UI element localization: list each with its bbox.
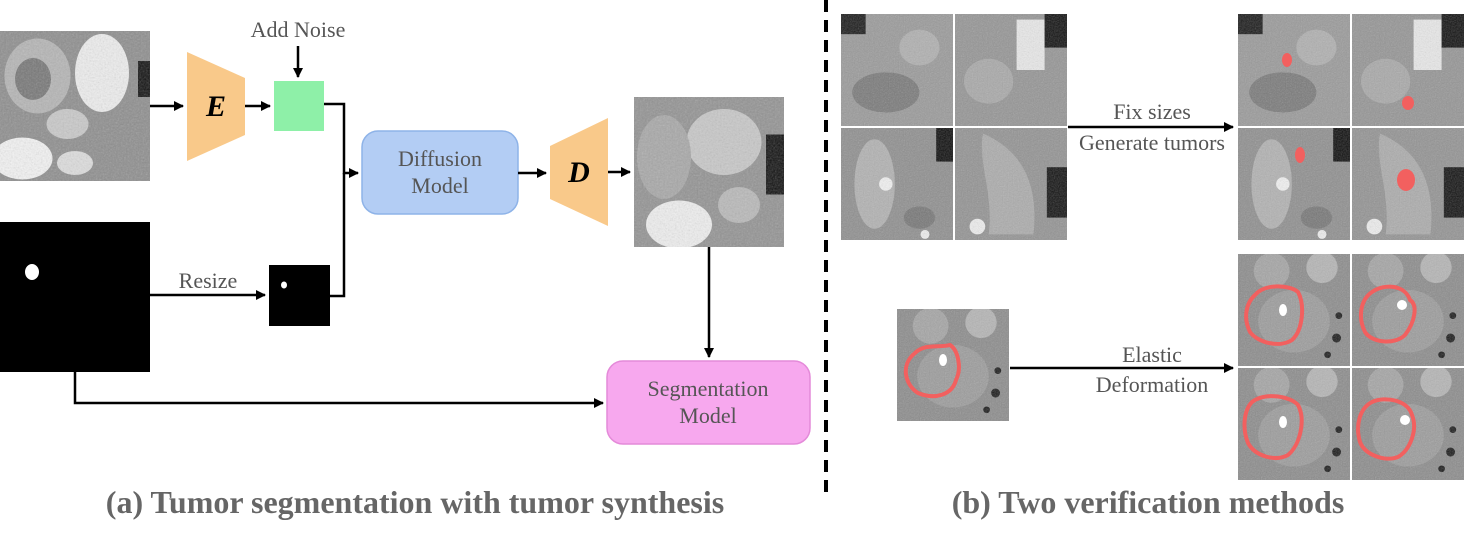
resize-label: Resize: [179, 268, 238, 293]
deformation-label: Deformation: [1096, 372, 1208, 397]
arrow-mask-to-segmentation: [73, 372, 604, 408]
caption-a: (a) Tumor segmentation with tumor synthe…: [106, 484, 724, 520]
generated-tumor-grid: [1238, 14, 1464, 240]
segmentation-label-line2: Model: [679, 403, 736, 428]
fix-sizes-label: Fix sizes: [1113, 99, 1191, 124]
generate-tumors-label: Generate tumors: [1079, 130, 1225, 155]
elastic-label: Elastic: [1122, 342, 1182, 367]
deformed-contour-4: [1356, 397, 1417, 461]
resized-mask: [269, 265, 330, 326]
panel-a: E Add Noise Resize Diffusion Model: [0, 17, 811, 520]
decoder-block: D: [550, 118, 608, 226]
diffusion-label-line2: Model: [411, 173, 468, 198]
panel-b: Fix sizes Generate tumors Elastic Deform…: [841, 14, 1464, 520]
synthetic-tumor-4: [1397, 169, 1415, 191]
deformed-contour-3: [1242, 394, 1304, 460]
decoder-label: D: [567, 156, 590, 189]
input-ct-image: [0, 31, 150, 181]
diffusion-label-line1: Diffusion: [398, 146, 482, 171]
segmentation-label-line1: Segmentation: [648, 376, 769, 401]
tumor-contour: [903, 342, 961, 399]
synthetic-tumor-2: [1402, 96, 1414, 110]
encoder-label: E: [205, 90, 226, 123]
source-tumor-ct: [897, 307, 1009, 421]
input-tumor-mask: [0, 222, 150, 372]
arrow-resized-to-diffusion: [330, 173, 346, 298]
add-noise-label: Add Noise: [251, 17, 346, 42]
arrow-latent-to-diffusion: [324, 102, 359, 178]
caption-b: (b) Two verification methods: [952, 484, 1345, 520]
deformed-tumor-grid: [1238, 252, 1464, 480]
diffusion-model-block: Diffusion Model: [361, 130, 519, 215]
synthesized-ct-image: [634, 97, 784, 249]
encoder-block: E: [187, 52, 245, 161]
latent-representation: [274, 81, 324, 131]
original-ct-grid: [841, 14, 1067, 240]
deformed-contour-1: [1244, 284, 1305, 346]
segmentation-model-block: Segmentation Model: [606, 360, 811, 445]
deformed-contour-2: [1358, 284, 1417, 344]
synthetic-tumor-3: [1295, 147, 1305, 163]
synthetic-tumor-1: [1282, 53, 1292, 67]
